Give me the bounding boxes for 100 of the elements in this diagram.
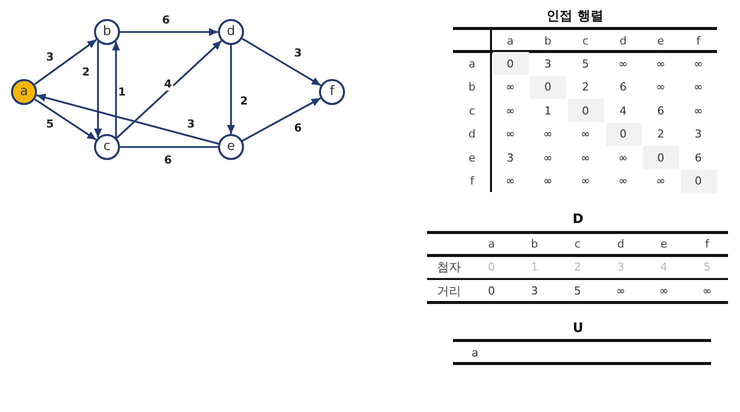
distance-value: ∞	[702, 284, 712, 298]
row-header: c	[468, 104, 476, 118]
matrix-value: ∞	[618, 174, 628, 188]
matrix-value: ∞	[694, 80, 703, 94]
matrix-value: ∞	[656, 56, 666, 70]
arrow	[112, 41, 120, 138]
matrix-value: 0	[582, 104, 589, 118]
edge-label: 4	[163, 78, 173, 90]
arrow	[36, 94, 219, 145]
matrix-value: ∞	[694, 56, 703, 70]
vertex-label: f	[330, 84, 334, 100]
column-header: c	[582, 34, 589, 48]
vertex-circle	[94, 134, 120, 160]
distance-value: ∞	[616, 284, 626, 298]
column-header: b	[531, 236, 538, 250]
matrix-value: ∞	[543, 150, 552, 164]
edge-label: 1	[117, 86, 127, 98]
edge-label: 5	[45, 118, 55, 130]
edge-label: 3	[186, 118, 196, 130]
index-value: 0	[488, 260, 495, 274]
column-header: f	[696, 34, 700, 48]
column-header: e	[660, 236, 668, 250]
column-header: d	[620, 34, 627, 48]
matrix-value: ∞	[580, 127, 590, 141]
arrow	[242, 97, 322, 142]
arrow	[120, 28, 218, 36]
row-header: 첨자	[437, 260, 461, 274]
index-value: 1	[531, 260, 538, 274]
column-header: b	[544, 34, 552, 48]
matrix-value: ∞	[618, 150, 628, 164]
edge-label: 6	[293, 122, 303, 134]
distance-value: ∞	[659, 284, 668, 298]
table-title: D	[572, 212, 584, 228]
matrix-value: ∞	[580, 174, 590, 188]
connector-line	[120, 146, 218, 148]
row-header: 거리	[437, 283, 461, 298]
column-header: c	[574, 236, 581, 250]
matrix-value: 0	[657, 150, 664, 164]
matrix-value: ∞	[506, 127, 515, 141]
column-header: d	[617, 236, 624, 250]
edge-label: 3	[45, 50, 55, 64]
matrix-value: 0	[694, 174, 702, 188]
matrix-value: 6	[620, 80, 627, 94]
distance-value: 3	[531, 284, 538, 298]
edge-label: 6	[163, 154, 173, 166]
arrow	[34, 38, 98, 86]
vertex-label: a	[20, 84, 28, 100]
matrix-value: 6	[657, 104, 664, 118]
arrow	[116, 40, 222, 139]
row-header: e	[468, 150, 476, 164]
table-title: 인접 행렬	[546, 9, 604, 25]
index-value: 5	[704, 260, 711, 274]
column-header: a	[488, 236, 495, 250]
vertex-label: c	[103, 140, 111, 154]
matrix-value: ∞	[543, 127, 552, 141]
index-value: 2	[574, 260, 581, 274]
matrix-value: ∞	[506, 104, 515, 118]
matrix-value: 0	[506, 56, 514, 70]
matrix-value: ∞	[656, 174, 666, 188]
vertex-circle	[94, 19, 120, 45]
matrix-value: 0	[620, 127, 627, 141]
matrix-value: ∞	[580, 150, 590, 164]
arrow	[227, 45, 235, 134]
matrix-value: ∞	[694, 104, 703, 118]
vertex-circle	[11, 79, 37, 105]
vertex-circle	[218, 19, 244, 45]
matrix-value: ∞	[656, 80, 666, 94]
distance-value: 5	[574, 284, 581, 298]
row-header: d	[468, 127, 476, 141]
column-header: e	[657, 34, 664, 48]
index-value: 3	[617, 260, 624, 274]
distance-value: 0	[488, 284, 495, 298]
vertex-label: d	[226, 24, 236, 40]
column-header: a	[506, 34, 514, 48]
matrix-value: ∞	[506, 174, 515, 188]
matrix-value: ∞	[543, 174, 552, 188]
matrix-value: 3	[694, 127, 702, 141]
matrix-value: 5	[582, 56, 589, 70]
column-header: f	[705, 236, 710, 250]
matrix-value: 3	[506, 150, 514, 164]
matrix-value: 3	[544, 56, 552, 70]
vertex-circle	[218, 134, 244, 160]
arrow	[94, 41, 102, 138]
edge-label: 2	[81, 66, 91, 78]
matrix-value: 4	[620, 104, 627, 118]
table-title: U	[572, 321, 584, 337]
matrix-value: ∞	[618, 56, 628, 70]
vertex-label: e	[227, 140, 235, 154]
vertex-circle	[319, 79, 345, 105]
vertex-label: b	[102, 24, 112, 40]
set-element: a	[472, 346, 478, 360]
arrow	[242, 38, 322, 86]
matrix-value: 2	[582, 80, 589, 94]
arrow	[34, 98, 97, 141]
row-header: b	[468, 80, 476, 94]
matrix-value: 2	[657, 127, 664, 141]
matrix-value: 1	[544, 104, 552, 118]
edge-label: 3	[293, 46, 303, 60]
edge-label: 6	[161, 14, 171, 26]
matrix-value: ∞	[506, 80, 515, 94]
